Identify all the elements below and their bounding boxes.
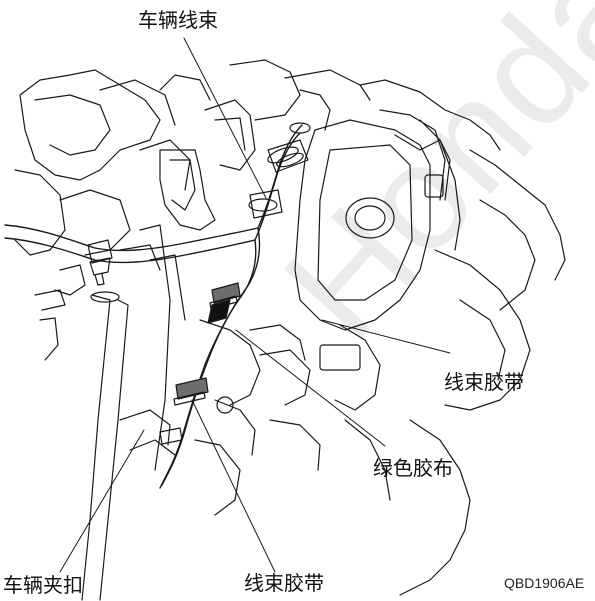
main-harness xyxy=(4,124,303,489)
label-harness-clip: 车辆夹扣 xyxy=(3,573,83,597)
lower-structure xyxy=(34,264,361,516)
label-harness-band-bottom: 线束胶带 xyxy=(244,571,324,595)
leader-lines xyxy=(59,37,451,573)
upper-bracket xyxy=(159,99,256,231)
upper-connectors xyxy=(248,122,311,219)
upper-right-structure xyxy=(229,59,566,311)
harness-band-clamps xyxy=(159,282,241,445)
green-tape-mark xyxy=(207,299,231,324)
central-module xyxy=(294,119,451,411)
figure-code: QBD1906AE xyxy=(504,575,585,591)
label-harness-band-right: 线束胶带 xyxy=(444,370,524,394)
center-member xyxy=(119,224,186,471)
body-structure-left xyxy=(14,69,211,256)
left-pipe xyxy=(81,291,129,601)
label-vehicle-harness: 车辆线束 xyxy=(138,8,218,32)
lower-right-housing xyxy=(344,249,531,596)
label-green-tape: 绿色胶布 xyxy=(373,456,453,480)
harness-clip-shape xyxy=(87,239,113,286)
